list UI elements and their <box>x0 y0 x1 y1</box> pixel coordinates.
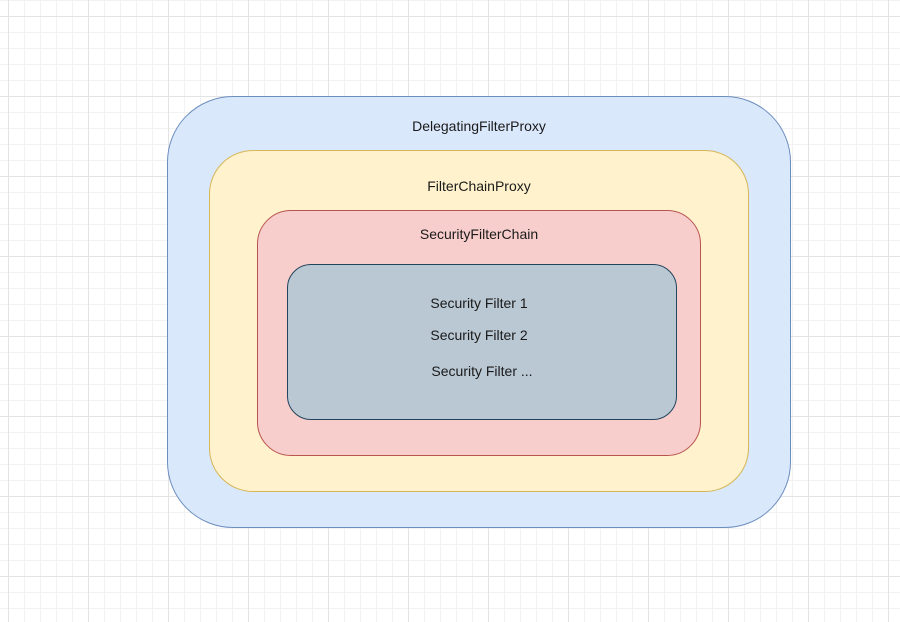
security-filter-2-label: Security Filter 2 <box>430 327 528 343</box>
security-filter-more-label: Security Filter ... <box>431 363 533 379</box>
security-filter-chain-label: SecurityFilterChain <box>419 226 539 242</box>
security-filter-1-label: Security Filter 1 <box>430 295 528 311</box>
security-filters-box[interactable]: Security Filter 1 Security Filter 2 Secu… <box>287 264 677 420</box>
filter-chain-proxy-label: FilterChainProxy <box>427 178 531 194</box>
delegating-filter-proxy-label: DelegatingFilterProxy <box>412 118 546 134</box>
